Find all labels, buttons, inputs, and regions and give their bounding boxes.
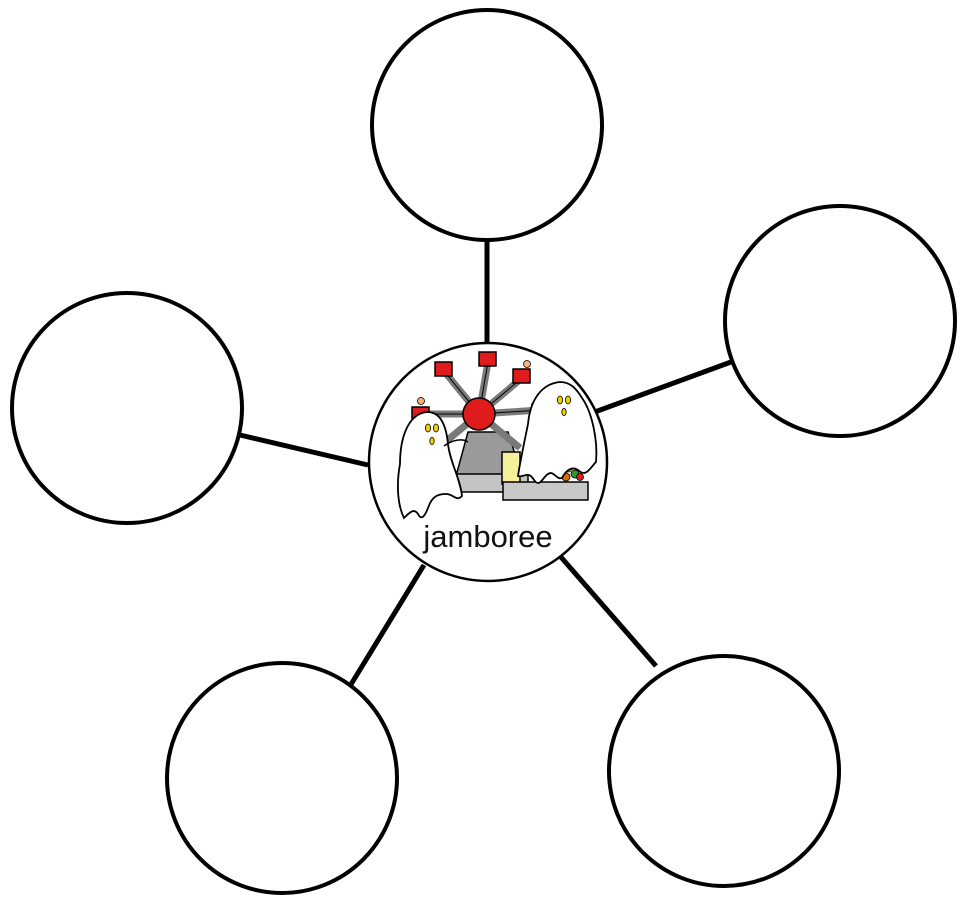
branch-bubble-left[interactable] (10, 291, 244, 525)
center-bubble[interactable]: jamboree (367, 341, 609, 583)
branch-bubble-bottom-left[interactable] (165, 661, 399, 895)
connector-line-bottom-left (347, 563, 427, 688)
branch-bubble-right[interactable] (723, 204, 957, 438)
branch-bubble-bottom-right[interactable] (607, 654, 841, 888)
connector-line-right (591, 359, 732, 416)
ferris-wheel-with-ghosts-icon (397, 351, 598, 520)
center-label: jamboree (422, 519, 552, 554)
connector-line-left (239, 432, 369, 468)
branch-bubble-top[interactable] (370, 8, 604, 242)
connector-line-bottom-right (558, 554, 658, 668)
